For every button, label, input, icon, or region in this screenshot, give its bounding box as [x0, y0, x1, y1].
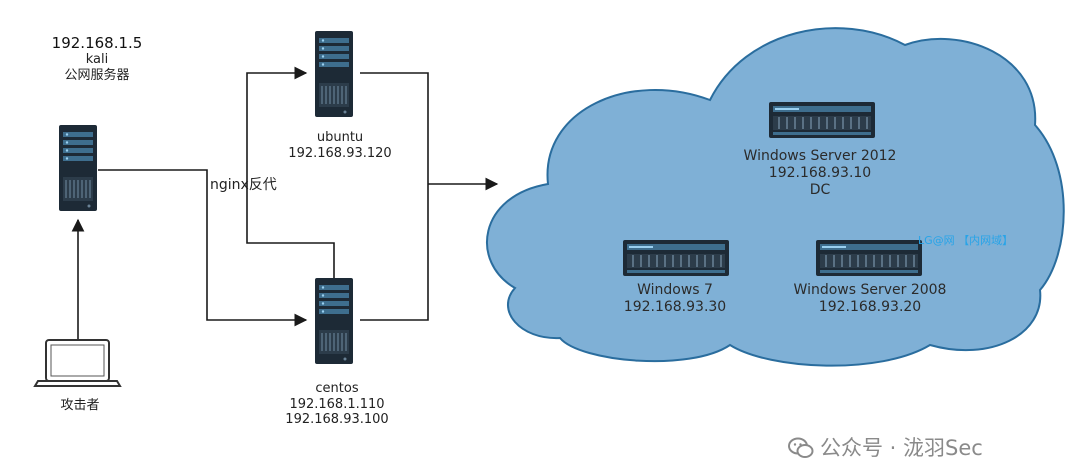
ws2008-label: Windows Server 2008 192.168.93.20	[780, 282, 960, 316]
ws2008-name: Windows Server 2008	[793, 282, 947, 298]
win7-name: Windows 7	[637, 282, 713, 298]
wechat-icon	[788, 437, 814, 458]
ws2012-name: Windows Server 2012	[743, 148, 897, 164]
edge-ubuntu-to-cloud	[360, 72, 429, 184]
centos-ip-public: 192.168.1.110	[289, 396, 385, 412]
edge-centos-to-cloud	[360, 184, 429, 321]
nginx-proxy-label: nginx反代	[210, 177, 290, 194]
ws2008-server-icon	[815, 239, 923, 277]
connectors	[71, 66, 499, 340]
centos-ip-internal: 192.168.93.100	[285, 412, 389, 428]
kali-ip: 192.168.1.5	[51, 34, 143, 52]
cloud-tag-label: LG@网 【内网域】	[918, 234, 1014, 247]
kali-name: kali	[85, 52, 109, 67]
win7-label: Windows 7 192.168.93.30	[600, 282, 750, 316]
ws2012-ip: 192.168.93.10	[768, 164, 872, 181]
ws2012-label: Windows Server 2012 192.168.93.10 DC	[730, 148, 910, 198]
kali-label: 192.168.1.5 kali 公网服务器	[38, 34, 156, 83]
kali-server-icon	[58, 124, 98, 212]
ws2012-server-icon	[768, 101, 876, 139]
centos-label: centos 192.168.1.110 192.168.93.100	[262, 381, 412, 428]
edge-centos-to-ubuntu-nginx	[246, 66, 335, 279]
edge-kali-to-centos	[98, 169, 308, 327]
intranet-cloud	[486, 27, 1065, 367]
nginx-edge-label: nginx反代	[210, 177, 277, 193]
attacker-label: 攻击者	[40, 398, 120, 414]
attacker-name: 攻击者	[60, 398, 100, 413]
win7-server-icon	[622, 239, 730, 277]
centos-server-icon	[314, 277, 354, 365]
ubuntu-label: ubuntu 192.168.93.120	[270, 130, 410, 161]
ubuntu-name: ubuntu	[316, 130, 364, 145]
kali-role: 公网服务器	[64, 67, 130, 83]
centos-name: centos	[315, 381, 359, 396]
laptop-icon	[33, 339, 122, 387]
win7-ip: 192.168.93.30	[623, 298, 727, 315]
watermark: 公众号 · 泷羽Sec	[788, 432, 983, 460]
ws2008-ip: 192.168.93.20	[818, 298, 922, 315]
ubuntu-server-icon	[314, 30, 354, 118]
ws2012-role: DC	[809, 181, 831, 198]
watermark-text: 公众号 · 泷羽Sec	[820, 436, 983, 460]
ubuntu-ip: 192.168.93.120	[288, 145, 392, 161]
